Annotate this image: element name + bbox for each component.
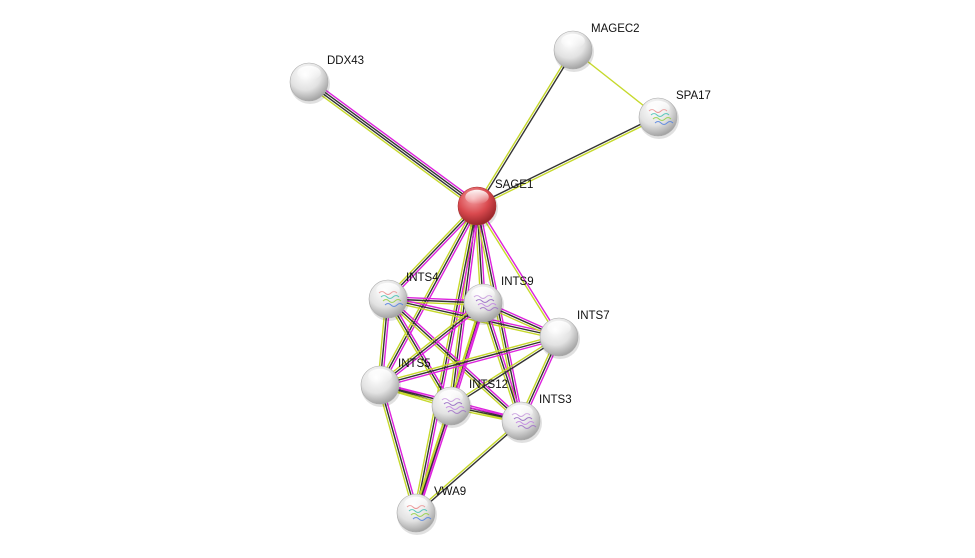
edge-line-coexpression bbox=[379, 384, 417, 514]
edge-line-coexpression bbox=[379, 205, 478, 386]
edge-line-experiments bbox=[484, 302, 524, 421]
edge-line-experiments bbox=[380, 304, 485, 388]
node-ints12[interactable]: INTS12 bbox=[431, 379, 508, 428]
edge-line-experiments bbox=[389, 207, 480, 302]
node-highlight bbox=[465, 189, 489, 205]
edge-line-textmining bbox=[385, 299, 450, 408]
edge-line-textmining bbox=[477, 117, 659, 208]
node-label: INTS3 bbox=[539, 394, 572, 406]
node-label: INTS5 bbox=[398, 358, 431, 370]
edge-line-coexpression bbox=[482, 302, 522, 422]
node-highlight bbox=[404, 496, 428, 512]
node-label: INTS12 bbox=[469, 379, 508, 391]
node-highlight bbox=[439, 389, 463, 405]
node-spa17[interactable]: SPA17 bbox=[638, 90, 711, 139]
node-highlight bbox=[376, 282, 400, 298]
node-label: SAGE1 bbox=[495, 179, 533, 191]
edge-ddx43-sage1[interactable] bbox=[306, 78, 480, 210]
edge-line-coexpression bbox=[387, 298, 452, 407]
edge-line-experiments bbox=[477, 205, 561, 337]
edge-line-coexpression bbox=[307, 82, 477, 208]
node-highlight bbox=[471, 286, 495, 302]
edge-line-coexpression bbox=[476, 115, 658, 206]
edge-line-textmining bbox=[450, 335, 559, 406]
node-highlight bbox=[297, 65, 321, 81]
edge-line-textmining bbox=[377, 204, 476, 385]
edge-ints9-ints3[interactable] bbox=[480, 302, 524, 422]
edge-line-textmining bbox=[475, 206, 559, 338]
edge-line-textmining bbox=[385, 203, 476, 298]
node-label: INTS4 bbox=[406, 272, 439, 284]
edge-ints7-ints5[interactable] bbox=[379, 334, 560, 388]
edge-line-textmining bbox=[414, 419, 521, 513]
node-highlight bbox=[561, 33, 585, 49]
edge-line-coexpression bbox=[309, 80, 479, 206]
node-ints9[interactable]: INTS9 bbox=[463, 276, 534, 325]
node-highlight bbox=[509, 404, 533, 420]
edge-line-coexpression bbox=[387, 205, 478, 300]
edge-line-experiments bbox=[310, 78, 480, 204]
node-ints3[interactable]: INTS3 bbox=[501, 394, 572, 443]
node-highlight bbox=[547, 320, 571, 336]
node-highlight bbox=[646, 100, 670, 116]
edge-ints4-ints3[interactable] bbox=[386, 296, 523, 424]
edge-sage1-ints7[interactable] bbox=[475, 205, 561, 338]
edge-line-textmining bbox=[413, 205, 476, 513]
edges-layer bbox=[306, 49, 659, 515]
edge-sage1-vwa9[interactable] bbox=[413, 205, 480, 514]
node-label: INTS7 bbox=[577, 310, 610, 322]
node-label: SPA17 bbox=[676, 90, 711, 102]
node-sage1[interactable]: SAGE1 bbox=[457, 179, 533, 228]
edge-line-textmining bbox=[379, 334, 559, 384]
node-label: VWA9 bbox=[434, 486, 466, 498]
node-ints7[interactable]: INTS7 bbox=[539, 310, 610, 359]
edge-sage1-ints5[interactable] bbox=[377, 204, 480, 387]
edge-ints7-ints12[interactable] bbox=[450, 335, 560, 408]
edge-line-coexpression bbox=[379, 336, 560, 386]
edge-line-experiments bbox=[417, 206, 480, 514]
node-highlight bbox=[368, 368, 392, 384]
edge-line-textmining bbox=[475, 49, 573, 206]
edge-line-textmining bbox=[480, 303, 520, 422]
edge-sage1-ints4[interactable] bbox=[385, 203, 480, 302]
edge-line-textmining bbox=[378, 300, 483, 384]
edge-line-coexpression bbox=[451, 337, 560, 408]
edge-ints5-vwa9[interactable] bbox=[377, 384, 419, 514]
node-ints4[interactable]: INTS4 bbox=[368, 272, 439, 321]
edge-line-coexpression bbox=[387, 298, 522, 422]
edge-ints3-vwa9[interactable] bbox=[414, 419, 523, 515]
edge-ints9-ints5[interactable] bbox=[378, 300, 485, 388]
edge-line-textmining bbox=[387, 300, 559, 340]
edge-line-experiments bbox=[381, 384, 419, 513]
edge-line-coexpression bbox=[379, 302, 484, 386]
edge-line-textmining bbox=[306, 84, 476, 210]
node-label: DDX43 bbox=[327, 55, 364, 67]
edge-line-coexpression bbox=[477, 50, 575, 207]
node-vwa9[interactable]: VWA9 bbox=[396, 486, 466, 535]
node-ddx43[interactable]: DDX43 bbox=[289, 55, 364, 104]
edge-line-experiments bbox=[389, 296, 523, 420]
edge-line-textmining bbox=[386, 300, 520, 424]
node-label: MAGEC2 bbox=[591, 23, 640, 35]
edge-line-textmining bbox=[377, 385, 415, 514]
edge-line-experiments bbox=[381, 206, 480, 387]
edge-line-coexpression bbox=[416, 421, 523, 515]
edge-line-coexpression bbox=[415, 205, 478, 514]
node-magec2[interactable]: MAGEC2 bbox=[553, 23, 640, 72]
node-label: INTS9 bbox=[501, 276, 534, 288]
node-ints5[interactable]: INTS5 bbox=[360, 358, 431, 407]
edge-line-experiments bbox=[380, 338, 560, 388]
edge-magec2-sage1[interactable] bbox=[475, 49, 575, 207]
edge-spa17-sage1[interactable] bbox=[476, 115, 659, 208]
